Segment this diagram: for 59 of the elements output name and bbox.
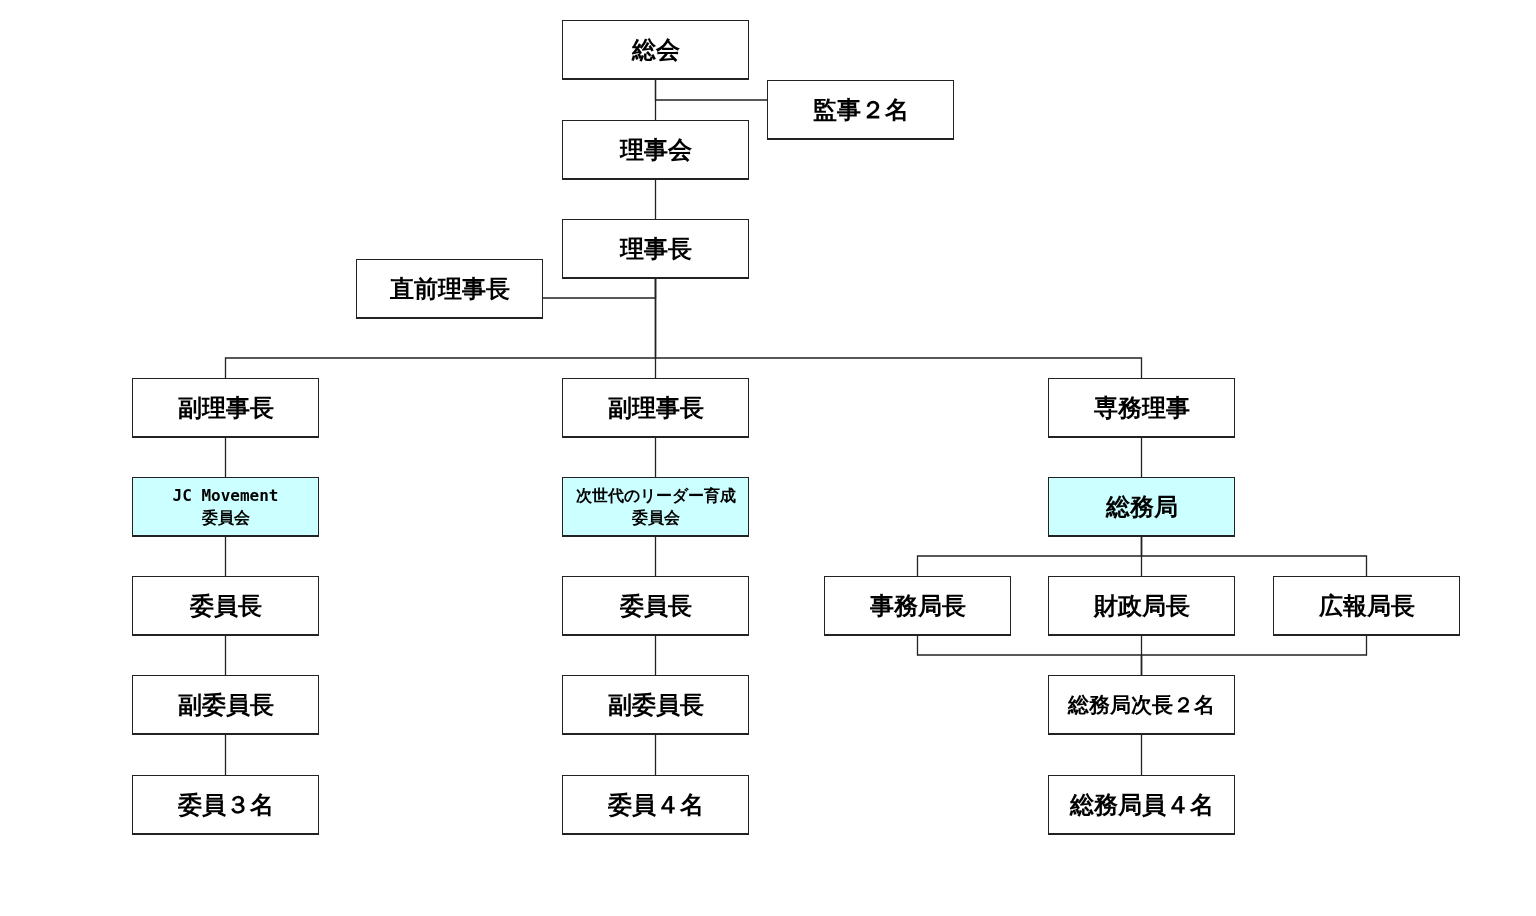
box-label: 次世代のリーダー育成委員会 bbox=[574, 484, 737, 529]
position-box bbox=[767, 80, 954, 140]
connector-line bbox=[1140, 734, 1143, 776]
box-label: 総務局 bbox=[1105, 491, 1178, 523]
position-box bbox=[132, 675, 319, 735]
department-box bbox=[1048, 477, 1235, 537]
connector-line bbox=[1140, 437, 1143, 478]
position-box bbox=[562, 576, 749, 636]
position-box bbox=[1048, 775, 1235, 835]
box-label: 副委員長 bbox=[607, 689, 704, 721]
connector-line bbox=[1140, 536, 1368, 577]
connector-line bbox=[654, 79, 768, 101]
connector-line bbox=[654, 437, 657, 478]
box-label: 専務理事 bbox=[1093, 392, 1190, 424]
box-label: 副理事長 bbox=[607, 392, 704, 424]
box-label: JC Movement 委員会 bbox=[171, 484, 280, 529]
position-box bbox=[562, 378, 749, 438]
position-box bbox=[132, 775, 319, 835]
connector-line bbox=[224, 437, 227, 478]
box-label: 理事会 bbox=[619, 134, 692, 166]
box-label: 副委員長 bbox=[177, 689, 274, 721]
box-label: 総会 bbox=[631, 34, 680, 66]
box-label: 委員４名 bbox=[607, 789, 704, 821]
connector-line bbox=[654, 635, 657, 676]
department-box bbox=[132, 477, 319, 537]
position-box bbox=[1048, 675, 1235, 735]
box-label: 直前理事長 bbox=[389, 273, 510, 305]
box-label: 委員長 bbox=[189, 590, 262, 622]
position-box bbox=[1048, 378, 1235, 438]
connector-line bbox=[654, 179, 657, 220]
position-box bbox=[356, 259, 543, 319]
position-box bbox=[562, 219, 749, 279]
position-box bbox=[1273, 576, 1460, 636]
box-label: 副理事長 bbox=[177, 392, 274, 424]
box-label: 委員３名 bbox=[177, 789, 274, 821]
connector-line bbox=[654, 536, 657, 577]
connector-line bbox=[654, 278, 1143, 379]
position-box bbox=[562, 20, 749, 80]
box-label: 事務局長 bbox=[869, 590, 966, 622]
connector-line bbox=[654, 734, 657, 776]
department-box bbox=[562, 477, 749, 537]
position-box bbox=[132, 378, 319, 438]
connector-line bbox=[224, 734, 227, 776]
box-label: 総務局次長２名 bbox=[1068, 691, 1215, 719]
connector-line bbox=[224, 635, 227, 676]
box-label: 理事長 bbox=[619, 233, 692, 265]
position-box bbox=[1048, 576, 1235, 636]
box-label: 総務局員４名 bbox=[1069, 789, 1214, 821]
position-box bbox=[824, 576, 1011, 636]
box-label: 監事２名 bbox=[812, 94, 909, 126]
position-box bbox=[562, 775, 749, 835]
box-label: 委員長 bbox=[619, 590, 692, 622]
position-box bbox=[562, 675, 749, 735]
connector-line bbox=[1140, 635, 1368, 676]
connector-line bbox=[224, 536, 227, 577]
box-label: 広報局長 bbox=[1318, 590, 1415, 622]
box-label: 財政局長 bbox=[1093, 590, 1190, 622]
position-box bbox=[132, 576, 319, 636]
position-box bbox=[562, 120, 749, 180]
